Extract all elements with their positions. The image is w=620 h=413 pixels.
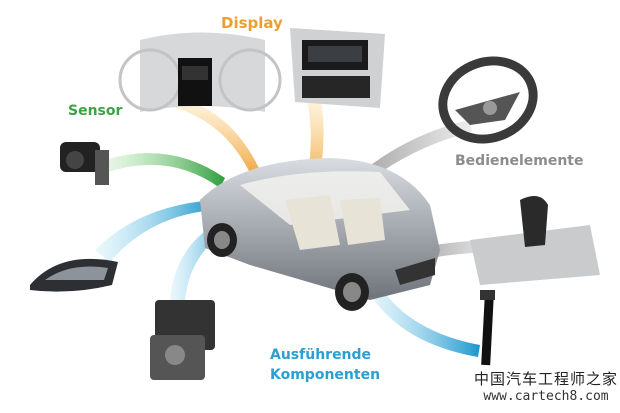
steering-wheel-image	[438, 56, 538, 144]
gear-shifter-image	[470, 196, 600, 285]
actuator-ribbon-engine	[170, 215, 236, 300]
watermark-chinese: 中国汽车工程师之家	[474, 370, 619, 388]
sensor-ribbon	[105, 153, 225, 188]
watermark-url: www.cartech8.com	[483, 389, 609, 404]
bedienelemente-label: Bedienelemente	[455, 153, 584, 169]
shock-absorber-image	[480, 290, 495, 366]
sensor-camera-image	[60, 142, 109, 185]
headlight-image	[30, 258, 118, 292]
engine-image	[150, 300, 215, 380]
ausfuehrende-line2: Komponenten	[270, 367, 381, 383]
actuator-ribbon-headlight	[95, 200, 215, 262]
display-label: Display	[221, 14, 283, 32]
ausfuehrende-komponenten-label: Ausführende Komponenten	[270, 345, 380, 385]
ausfuehrende-line1: Ausführende	[270, 347, 372, 363]
car-image	[200, 158, 440, 311]
watermark: 中国汽车工程师之家 www.cartech8.com	[474, 368, 618, 404]
infotainment-unit-image	[290, 28, 385, 108]
instrument-cluster-image	[118, 32, 282, 112]
sensor-label: Sensor	[68, 103, 123, 119]
